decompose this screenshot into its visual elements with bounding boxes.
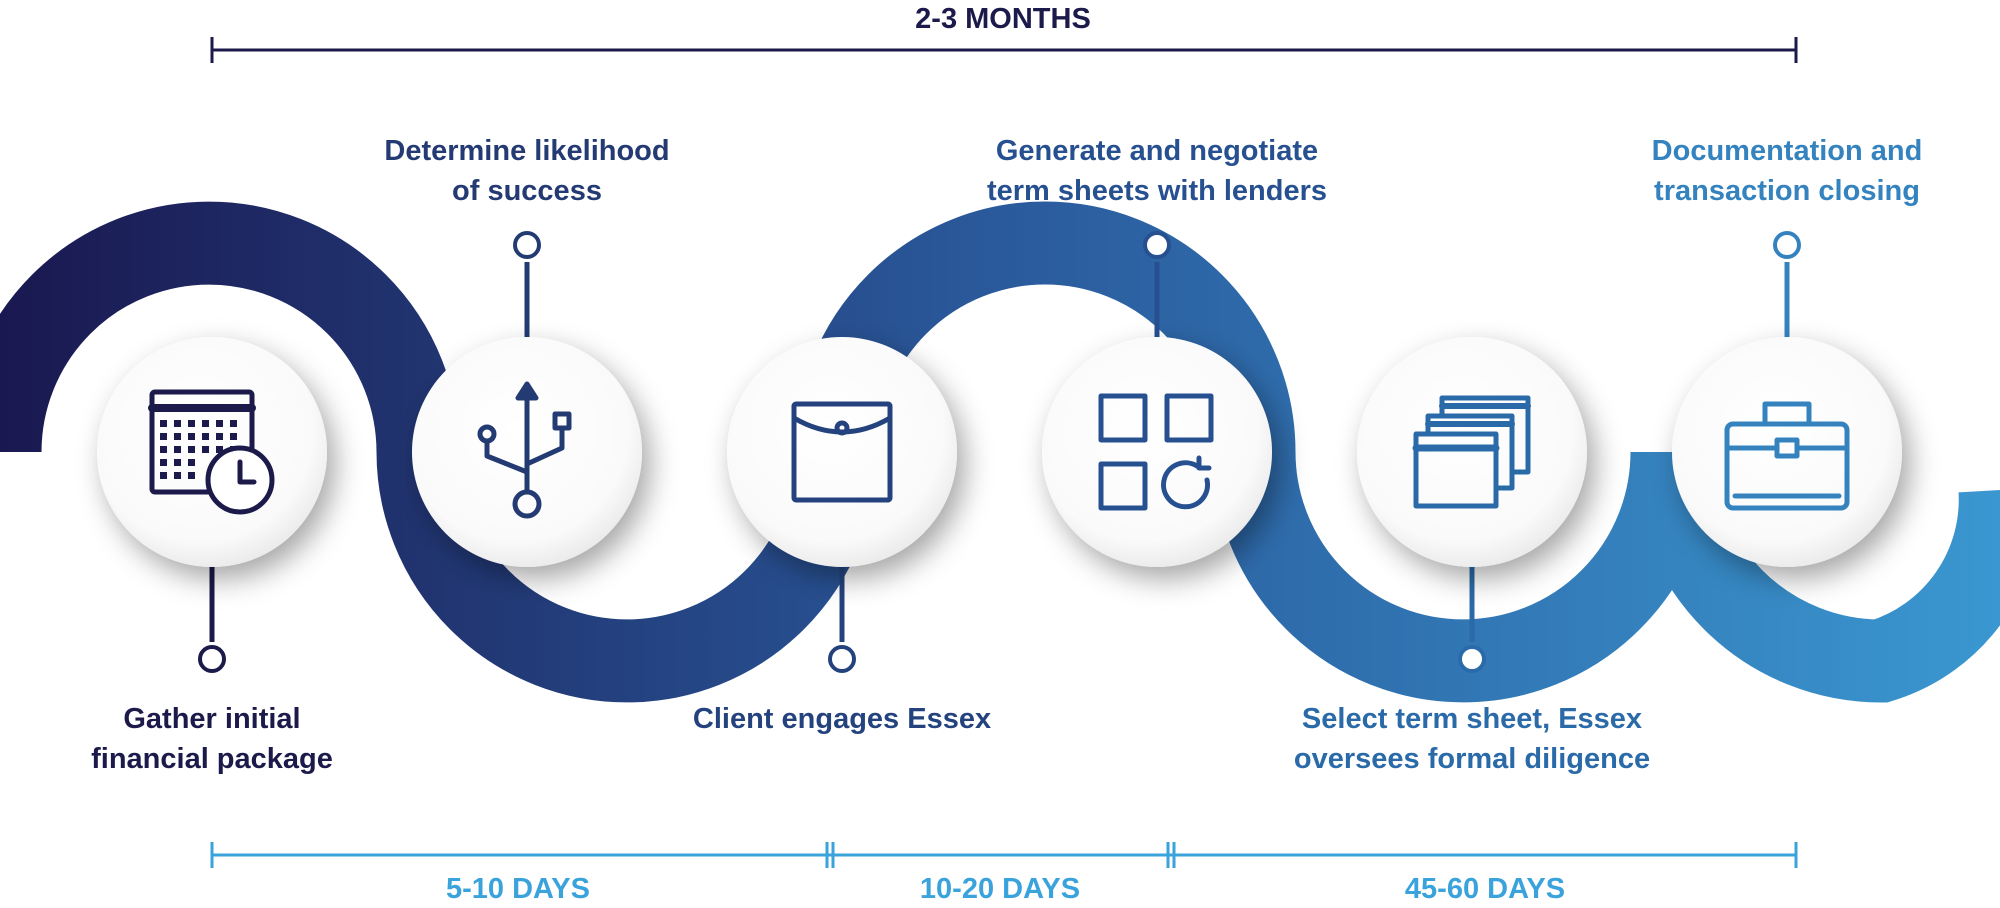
stacked-windows-icon: [1412, 395, 1531, 509]
bottom-duration-spans: 5-10 DAYS 10-20 DAYS 45-60 DAYS: [210, 842, 1798, 905]
step-4: Generate and negotiate term sheets with l…: [987, 135, 1327, 567]
bottom-span-label: 5-10 DAYS: [446, 873, 590, 905]
step-5: Select term sheet, Essex oversees formal …: [1294, 337, 1650, 775]
wave-band-stroke: [0, 201, 2000, 703]
step-6: Documentation and transaction closing: [1652, 135, 1923, 567]
calendar-clock-icon: [148, 389, 275, 515]
top-span-label: 2-3 MONTHS: [915, 3, 1091, 35]
bottom-span-label: 10-20 DAYS: [920, 873, 1080, 905]
step-1: Gather initial financial package: [91, 337, 333, 775]
wave-band-layer: [0, 201, 2000, 703]
step-2: Determine likelihood of success: [384, 135, 670, 567]
step-label-line: Determine likelihood: [384, 135, 669, 167]
top-duration-span: 2-3 MONTHS: [210, 3, 1798, 63]
step-label-line: Select term sheet, Essex: [1302, 703, 1642, 735]
grid-refresh-icon: [1098, 393, 1214, 511]
step-node-dot: [198, 645, 226, 673]
envelope-pocket-icon: [791, 401, 893, 503]
briefcase-icon: [1724, 401, 1850, 511]
step-node-dot: [1458, 645, 1486, 673]
step-circle: [1357, 337, 1587, 567]
step-label-line: Documentation and: [1652, 135, 1923, 167]
step-node-dot: [828, 645, 856, 673]
step-label-line: term sheets with lenders: [987, 175, 1327, 207]
step-label-line: financial package: [91, 743, 333, 775]
step-node-dot: [1773, 231, 1801, 259]
step-circle: [1042, 337, 1272, 567]
bottom-span-label: 45-60 DAYS: [1405, 873, 1565, 905]
step-label-line: Client engages Essex: [693, 703, 991, 735]
step-label-line: oversees formal diligence: [1294, 743, 1650, 775]
step-3: Client engages Essex: [693, 337, 991, 735]
step-label-line: transaction closing: [1654, 175, 1920, 207]
step-node-dot: [1143, 231, 1171, 259]
step-node-dot: [513, 231, 541, 259]
step-label-line: Gather initial: [123, 703, 300, 735]
step-label-line: of success: [452, 175, 602, 207]
step-circle: [97, 337, 327, 567]
step-circle: [1672, 337, 1902, 567]
usb-branch-icon: [477, 381, 572, 519]
step-circle: [727, 337, 957, 567]
steps-layer: Gather initial financial package Determine…: [91, 135, 1922, 775]
step-label-line: Generate and negotiate: [996, 135, 1318, 167]
